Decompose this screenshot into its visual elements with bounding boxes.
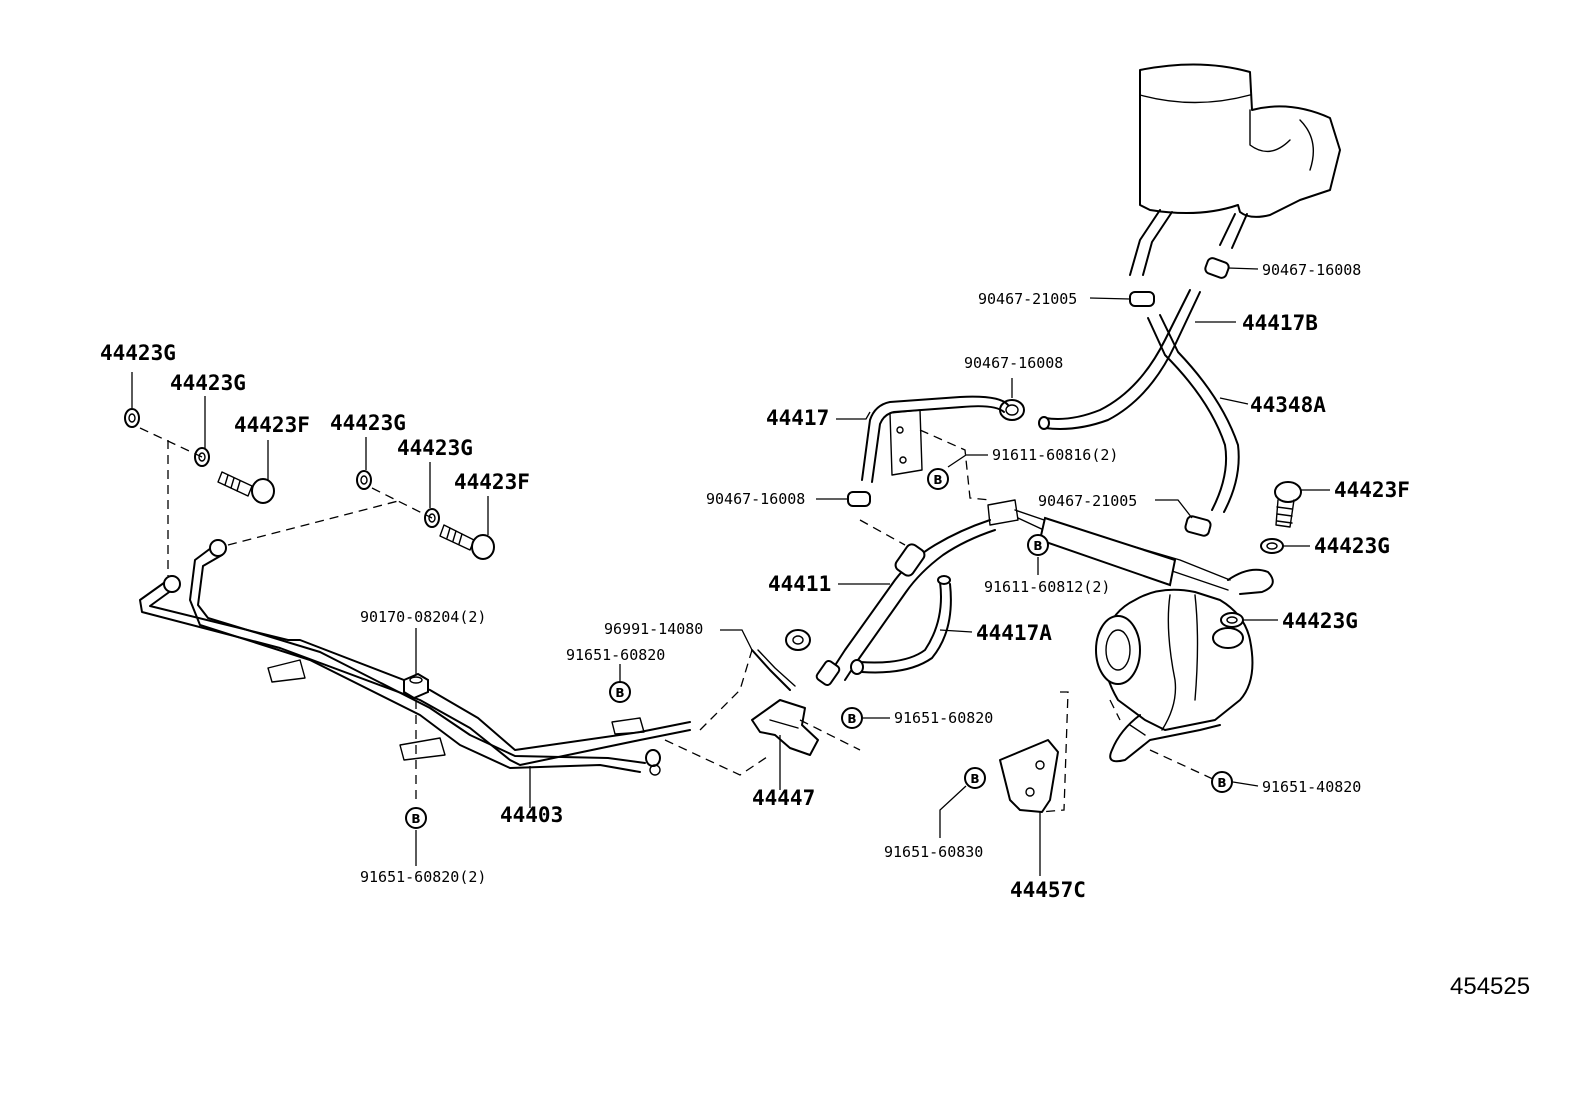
label-44423G-4: 44423G (397, 436, 473, 460)
reservoir (1129, 63, 1341, 276)
label-90467-21005-b: 90467-21005 (1038, 492, 1137, 510)
label-91611-60816: 91611-60816(2) (992, 446, 1118, 464)
gasket-44423G-left-1 (124, 408, 140, 428)
clamp-90467-21005-top (1129, 291, 1155, 307)
label-44423F-1: 44423F (234, 413, 310, 437)
label-96991-14080: 96991-14080 (604, 620, 703, 638)
label-44423F-2: 44423F (454, 470, 530, 494)
label-91651-60820-b: 91651-60820 (894, 709, 993, 727)
hose-44348A (1147, 314, 1240, 513)
hose-44411 (815, 519, 996, 687)
assembly-dash-lines (139, 427, 1216, 813)
label-44423G-3: 44423G (330, 411, 406, 435)
svg-text:B: B (1033, 539, 1042, 553)
bolt-symbol-91651-60830: B (964, 767, 986, 789)
svg-text:B: B (970, 772, 979, 786)
nut-90170-08204 (403, 672, 429, 700)
bolt-symbol-91651-40820: B (1211, 771, 1233, 793)
drawing-id: 454525 (1450, 973, 1530, 1000)
label-90170-08204: 90170-08204(2) (360, 608, 486, 626)
bolt-symbol-91611-60816: B (927, 468, 949, 490)
clamp-90467-16008-top (1204, 257, 1230, 279)
label-44423G-1: 44423G (100, 341, 176, 365)
label-44423G-6: 44423G (1282, 609, 1358, 633)
label-44417: 44417 (766, 406, 829, 430)
clamp-90467-16008-left (847, 491, 871, 507)
label-90467-16008-b: 90467-16008 (964, 354, 1063, 372)
pipe-44417 (861, 395, 1009, 483)
label-91611-60812: 91611-60812(2) (984, 578, 1110, 596)
gasket-44423G-left-3 (356, 470, 372, 490)
label-44348A: 44348A (1250, 393, 1326, 417)
bolt-symbol-91651-60820-center: B (841, 707, 863, 729)
leader-lines (131, 267, 1330, 876)
label-44403: 44403 (500, 803, 563, 827)
gasket-44423G-right-1 (1260, 538, 1284, 554)
bolt-symbol-91651-60820-left-top: B (609, 681, 631, 703)
clamp-90467-21005-right (1184, 515, 1212, 537)
svg-text:B: B (933, 473, 942, 487)
union-bolt-44423F-left-1 (217, 471, 275, 504)
svg-text:B: B (411, 812, 420, 826)
label-91651-60820-a: 91651-60820 (566, 646, 665, 664)
label-90467-21005-a: 90467-21005 (978, 290, 1077, 308)
label-44447: 44447 (752, 786, 815, 810)
label-90467-16008-c: 90467-16008 (1262, 261, 1361, 279)
label-91651-60820-2: 91651-60820(2) (360, 868, 486, 886)
label-91651-40820: 91651-40820 (1262, 778, 1361, 796)
svg-text:B: B (1217, 776, 1226, 790)
label-44411: 44411 (768, 572, 831, 596)
bracket-44447 (751, 699, 819, 756)
label-44417B: 44417B (1242, 311, 1318, 335)
label-44417A: 44417A (976, 621, 1052, 645)
label-90467-16008-a: 90467-16008 (706, 490, 805, 508)
clamp-small-center (785, 629, 811, 651)
hose-44417B (1038, 289, 1201, 430)
part-labels: 44423G 44423G 44423F 44423G 44423G 44423… (100, 261, 1530, 1000)
svg-text:B: B (847, 712, 856, 726)
bracket-hose-center (987, 499, 1274, 595)
bracket-44457C (999, 739, 1059, 813)
hose-44417A (850, 575, 952, 675)
clip-96991-14080 (751, 649, 796, 691)
union-bolt-44423F-left-2 (439, 524, 495, 560)
label-44423F-3: 44423F (1334, 478, 1410, 502)
label-91651-60830: 91651-60830 (884, 843, 983, 861)
svg-text:B: B (615, 686, 624, 700)
tube-assembly-44403 (139, 539, 691, 776)
bolt-symbol-91611-60812: B (1027, 534, 1049, 556)
label-44423G-2: 44423G (170, 371, 246, 395)
label-44457C: 44457C (1010, 878, 1086, 902)
bolt-symbol-91651-60820-left-bottom: B (405, 807, 427, 829)
clamp-90467-16008-mid (999, 399, 1025, 421)
union-bolt-44423F-right (1274, 481, 1302, 528)
gasket-44423G-right-2 (1220, 612, 1244, 628)
power-steering-pump (1095, 588, 1254, 763)
label-44423G-5: 44423G (1314, 534, 1390, 558)
